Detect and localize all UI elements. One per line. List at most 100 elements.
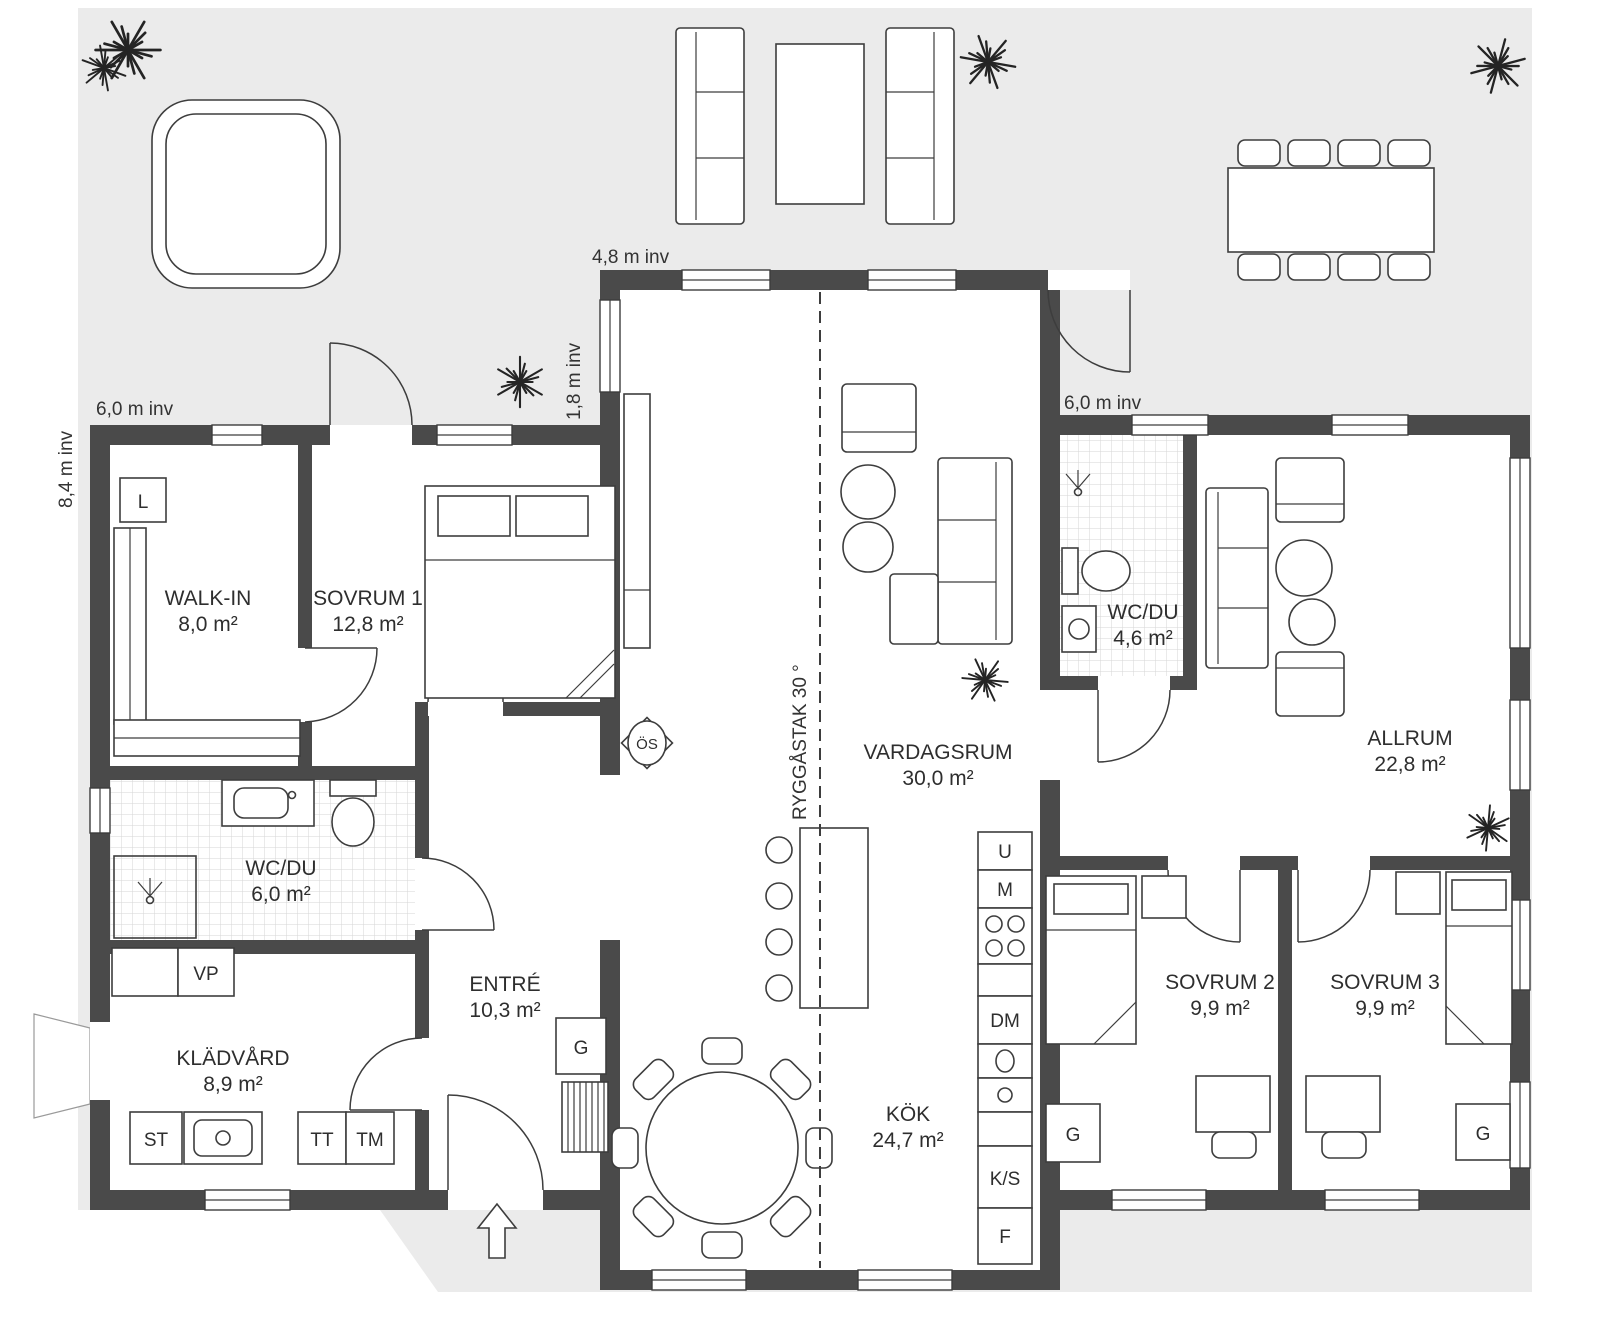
radiator	[561, 1081, 609, 1153]
armchair	[841, 383, 917, 453]
label-wardrobe-sovrum3: G	[1476, 1124, 1491, 1145]
vardagsrum-furniture	[620, 383, 1013, 770]
window	[1131, 414, 1209, 436]
counter-box2	[977, 1077, 1033, 1113]
door-wcdu46	[1097, 689, 1171, 763]
laundry-sink	[183, 1111, 263, 1165]
sink	[1061, 605, 1097, 653]
window	[436, 424, 513, 446]
door-entrance	[447, 1094, 544, 1191]
entrance-ramp	[33, 1013, 91, 1119]
counter-box	[977, 963, 1033, 997]
window	[681, 269, 771, 291]
room-name: WC/DU	[1107, 601, 1178, 624]
room-area: 8,0 m²	[178, 613, 238, 636]
label-fridge: K/S	[990, 1169, 1021, 1190]
desk	[1305, 1075, 1381, 1133]
window	[1509, 699, 1531, 791]
dim-center-side: 1,8 m inv	[564, 342, 585, 420]
window	[1111, 1189, 1207, 1211]
freezer-box	[977, 1207, 1033, 1265]
room-name: WALK-IN	[165, 587, 252, 610]
counter-box3	[977, 1111, 1033, 1147]
toilet	[1061, 547, 1131, 595]
windows	[89, 269, 1531, 1291]
dim-left-side: 8,4 m inv	[56, 430, 77, 508]
room-label-walkin: WALK-IN 8,0 m²	[165, 587, 252, 636]
dim-left-wing: 6,0 m inv	[96, 399, 174, 420]
entre-fittings	[476, 1017, 609, 1259]
room-name: VARDAGSRUM	[864, 741, 1013, 764]
pillow	[437, 495, 511, 537]
window	[211, 424, 263, 446]
window	[651, 1269, 747, 1291]
vanity-sink	[221, 779, 315, 827]
window	[204, 1189, 291, 1211]
window	[1509, 899, 1531, 991]
dishwasher-box	[977, 995, 1033, 1045]
window	[867, 269, 957, 291]
label-microwave: M	[997, 880, 1013, 901]
dim-right-wing: 6,0 m inv	[1064, 393, 1142, 414]
sovrum2-furniture	[1045, 875, 1271, 1163]
door-wcdu6	[421, 857, 495, 931]
washer-box	[345, 1111, 395, 1165]
window	[1324, 1189, 1420, 1211]
room-label-sovrum2: SOVRUM 29,9 m²	[1165, 971, 1275, 1020]
sofa	[1205, 487, 1269, 669]
outdoor-sofa-left	[675, 27, 745, 225]
shower	[1065, 470, 1091, 497]
deck-furniture	[151, 27, 1435, 289]
hot-tub	[151, 99, 341, 289]
room-area: 30,0 m²	[902, 767, 973, 790]
round-side-table	[840, 464, 896, 520]
room-area: 9,9 m²	[1355, 997, 1415, 1020]
outdoor-sofa-right	[885, 27, 955, 225]
blanket-fold	[1445, 1005, 1485, 1045]
door-deck-livingroom	[1047, 289, 1131, 373]
blanket-fold	[565, 649, 615, 699]
chair	[1321, 1131, 1367, 1159]
wcdu6-fixtures	[113, 779, 377, 939]
wall-openings	[90, 270, 1130, 1210]
pillow	[1053, 883, 1129, 915]
wcdu46-fixtures	[1061, 470, 1131, 653]
kitchen-island	[799, 827, 869, 1009]
entrance-arrow-icon	[476, 1202, 518, 1259]
armchair	[1275, 651, 1345, 717]
room-name: ALLRUM	[1367, 727, 1452, 750]
fireplace	[620, 716, 674, 770]
door-kladvard	[349, 1037, 423, 1111]
appliance-run	[977, 831, 1033, 1265]
window	[1509, 457, 1531, 649]
room-area: 10,3 m²	[469, 999, 540, 1022]
window	[1509, 1081, 1531, 1169]
window	[1331, 414, 1409, 436]
room-area: 8,9 m²	[203, 1073, 263, 1096]
site-cutout	[78, 1210, 438, 1292]
round-table	[1275, 539, 1333, 597]
label-fireplace: ÖS	[636, 735, 658, 753]
oven-box	[977, 831, 1033, 871]
sovrum1-furniture	[424, 393, 651, 699]
window	[599, 299, 621, 393]
door-deck-sovrum1	[329, 342, 413, 426]
sideboard	[623, 393, 651, 649]
doors	[304, 289, 1371, 1191]
room-name: SOVRUM 2	[1165, 971, 1275, 994]
room-area: 4,6 m²	[1113, 627, 1173, 650]
door-sovrum3	[1297, 869, 1371, 943]
pillow	[1451, 879, 1507, 911]
room-name: KLÄDVÅRD	[176, 1047, 289, 1070]
wardrobe-box	[1045, 1103, 1101, 1163]
corner-sofa	[889, 457, 1013, 645]
label-freezer: F	[999, 1227, 1011, 1248]
label-linen: L	[138, 492, 149, 513]
walkin-fittings	[113, 477, 301, 757]
counter	[111, 947, 179, 997]
